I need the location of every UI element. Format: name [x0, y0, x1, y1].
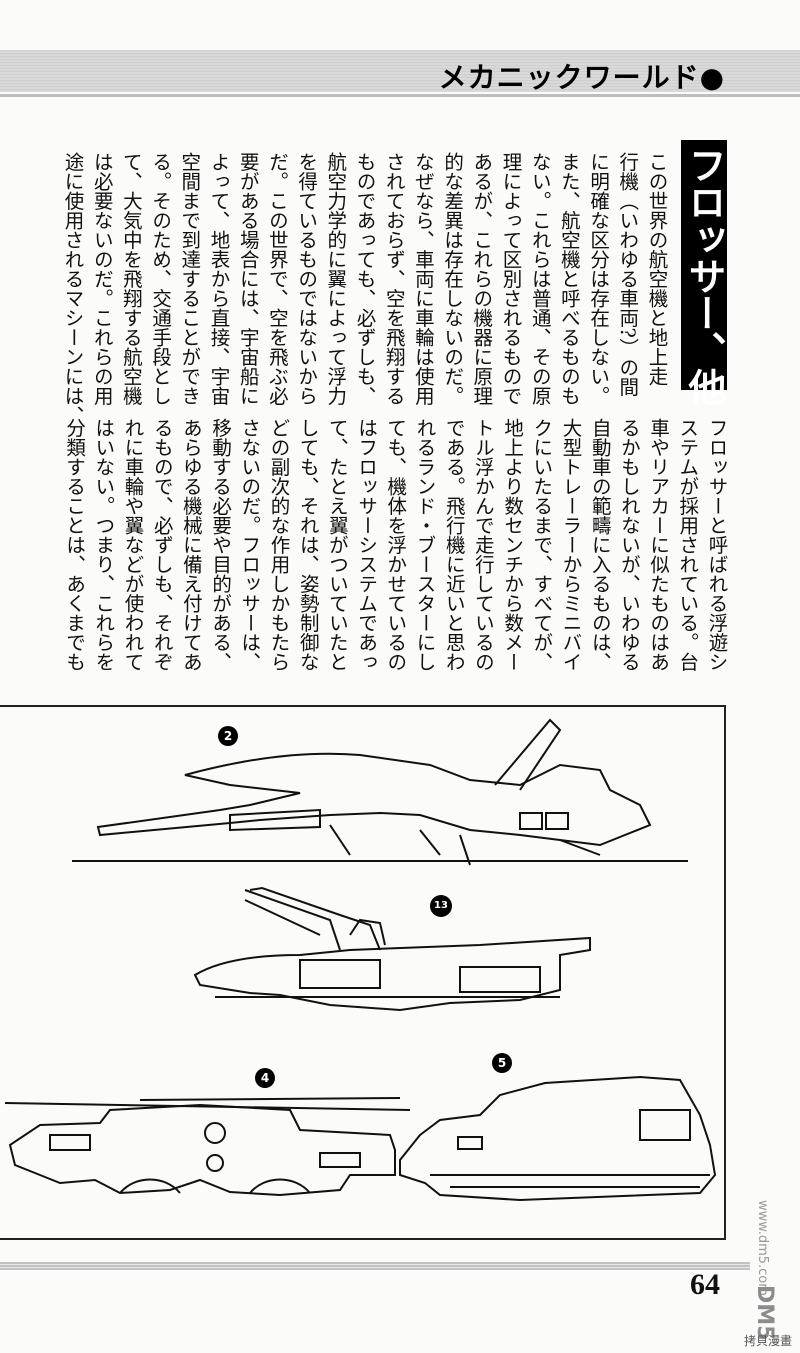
article-title-box — [681, 140, 727, 390]
text-column: 車やリアカーに似たものはあ — [646, 418, 670, 672]
text-column: しても、それは、姿勢制御な — [296, 418, 320, 672]
figure-label-5: 5 — [492, 1053, 512, 1073]
vehicle-2-drawing — [72, 718, 688, 866]
text-column: 要がある場合には、宇宙船に — [236, 152, 260, 406]
text-column: ない。これらは普通、その原 — [528, 152, 552, 406]
text-column: さないのだ。フロッサーは、 — [237, 418, 261, 672]
text-column: 行機（いわゆる車両?）の間 — [615, 152, 639, 397]
text-column: 空間まで到達することができ — [177, 152, 201, 406]
text-column: 移動する必要や目的がある、 — [208, 418, 232, 672]
text-column: はフロッサーシステムであっ — [354, 418, 378, 672]
text-column: されておらず、空を飛翔する — [382, 152, 406, 406]
text-column: 分類することは、あくまでも — [62, 418, 86, 672]
text-column: 的な差異は存在しないのだ。 — [440, 152, 464, 406]
text-column: て、たとえ翼がついていたと — [325, 418, 349, 672]
vehicle-4-drawing — [4, 1097, 411, 1197]
text-column: この世界の航空機と地上走 — [645, 152, 668, 386]
text-column: クにいたるまで、すべてが、 — [529, 418, 553, 672]
text-column: なぜなら、車両に車輪は使用 — [411, 152, 435, 406]
text-column: 理によって区別されるもので — [499, 152, 522, 406]
text-column: 地上より数センチから数メー — [500, 418, 524, 672]
text-column: 大型トレーラーからミニバイ — [559, 418, 582, 672]
text-column: トル浮かんで走行しているの — [471, 418, 495, 672]
text-column: どの副次的な作用しかもたら — [267, 418, 290, 672]
text-column: て、大気中を飛翔する航空機 — [119, 152, 143, 406]
corner-watermark: 拷貝漫畫 — [744, 1334, 793, 1348]
text-column: に明確な区分は存在しない。 — [586, 152, 610, 406]
text-column: るもので、必ずしも、それぞ — [150, 418, 174, 672]
footer-rule — [0, 1262, 750, 1270]
vehicle-5-drawing — [399, 1075, 717, 1202]
figure-label-4: 4 — [255, 1068, 275, 1088]
text-column: だ。この世界で、空を飛ぶ必 — [265, 152, 289, 406]
text-column: である。飛行機に近いと思わ — [442, 418, 466, 672]
text-column: れるランド・ブースターにし — [413, 418, 436, 672]
text-column: また、航空機と呼べるものも — [557, 152, 581, 406]
illustration-frame — [0, 705, 726, 1240]
vehicle-13-drawing — [193, 886, 591, 1012]
text-column: ても、機体を浮かせているの — [383, 418, 407, 672]
text-column: よって、地表から直接、宇宙 — [207, 152, 230, 406]
article-title: フロッサー、他 — [682, 146, 726, 405]
section-header-title: メカニックワールド● — [438, 61, 725, 94]
watermark-logo: DM5 — [752, 1285, 777, 1341]
text-column: はいない。つまり、これらを — [91, 418, 115, 672]
text-column: るかもしれないが、いわゆる — [617, 418, 641, 672]
text-column: フロッサーと呼ばれる浮遊シ — [705, 418, 728, 672]
figure-label-2: 2 — [218, 726, 238, 746]
text-column: は必要ないのだ。これらの用 — [90, 152, 114, 406]
text-column: れに車輪や翼などが使われて — [121, 418, 144, 672]
text-column: あるが、これらの機器に原理 — [469, 152, 493, 406]
text-column: ものであっても、必ずしも、 — [353, 152, 376, 406]
text-column: を得ているものではないから — [294, 152, 318, 406]
text-column: る。そのため、交通手段とし — [148, 152, 172, 406]
text-column: ステムが採用されている。台 — [675, 418, 699, 672]
text-column: 航空力学的に翼によって浮力 — [323, 152, 347, 406]
figure-label-13: 13 — [430, 895, 452, 917]
mecha-illustrations — [4, 718, 717, 1202]
page-number: 64 — [690, 1268, 720, 1301]
text-column: 自動車の範疇に入るものは、 — [588, 418, 612, 672]
text-column: あらゆる機械に備え付けてあ — [179, 418, 203, 672]
watermark-site: www.dm5.com — [755, 1200, 770, 1296]
header-band — [0, 50, 800, 92]
text-column: 途に使用されるマシーンには、 — [61, 152, 84, 425]
header-rule — [0, 94, 800, 97]
